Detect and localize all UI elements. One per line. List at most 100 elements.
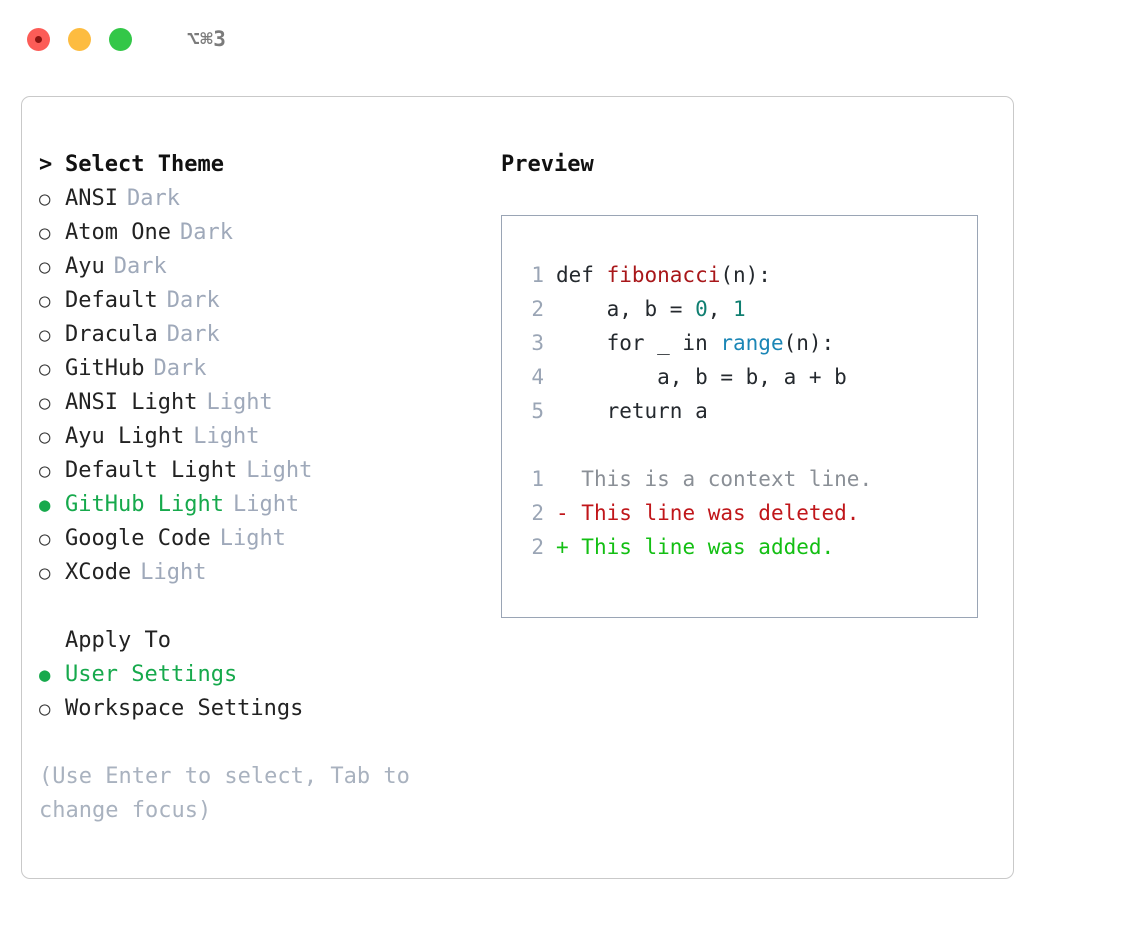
theme-option-label: Dracula bbox=[65, 322, 158, 347]
theme-option-default-light[interactable]: ○ Default Light Light bbox=[39, 454, 479, 488]
theme-option-category: Dark bbox=[166, 288, 220, 313]
apply-to-option-user-settings[interactable]: ●User Settings bbox=[39, 658, 479, 692]
code-token-number: 1 bbox=[733, 297, 746, 321]
theme-option-category: Dark bbox=[166, 322, 220, 347]
theme-option-label: Ayu Light bbox=[65, 424, 185, 449]
diff-line-context: 1 This is a context line. bbox=[502, 462, 977, 496]
code-token-plain: def bbox=[556, 263, 607, 287]
diff-marker: - bbox=[556, 501, 582, 525]
focus-caret-placeholder: > bbox=[39, 624, 65, 658]
theme-option-label: Atom One bbox=[65, 220, 171, 245]
theme-option-label: ANSI Light bbox=[65, 390, 198, 415]
theme-option-label: Google Code bbox=[65, 526, 211, 551]
zoom-button-icon[interactable] bbox=[109, 27, 132, 51]
theme-option-xcode[interactable]: ○ XCode Light bbox=[39, 556, 479, 590]
radio-unselected-icon: ○ bbox=[39, 324, 51, 346]
radio-unselected-icon: ○ bbox=[39, 290, 51, 312]
code-line: 5 return a bbox=[502, 394, 977, 428]
diff-marker: + bbox=[556, 535, 582, 559]
line-number: 3 bbox=[531, 331, 544, 355]
spacer bbox=[502, 428, 977, 462]
theme-option-category: Light bbox=[140, 560, 207, 585]
traffic-lights bbox=[27, 27, 132, 51]
diff-line-deleted: 2- This line was deleted. bbox=[502, 496, 977, 530]
diff-line-added: 2 + This line was added. bbox=[502, 530, 977, 564]
theme-option-label: GitHub Light bbox=[65, 492, 224, 517]
code-token-plain: a, b = b, a + b bbox=[556, 365, 847, 389]
theme-option-ansi[interactable]: ○ ANSI Dark bbox=[39, 182, 479, 216]
keyboard-shortcut-label: ⌥⌘3 bbox=[187, 27, 227, 51]
focus-caret-icon: > bbox=[39, 152, 53, 177]
theme-option-label: Default bbox=[65, 288, 158, 313]
radio-selected-icon: ● bbox=[39, 664, 51, 686]
diff-text: This line was added. bbox=[581, 535, 835, 559]
theme-option-category: Light bbox=[193, 424, 260, 449]
theme-option-default[interactable]: ○ Default Dark bbox=[39, 284, 479, 318]
minimize-button-icon[interactable] bbox=[68, 27, 91, 51]
theme-option-label: Ayu bbox=[65, 254, 105, 279]
apply-to-heading: > Apply To bbox=[39, 624, 479, 658]
radio-unselected-icon: ○ bbox=[39, 392, 51, 414]
diff-text: This line was deleted. bbox=[581, 501, 860, 525]
code-token-plain: a, b = bbox=[556, 297, 696, 321]
code-token-plain: (n): bbox=[720, 263, 771, 287]
theme-option-category: Dark bbox=[126, 186, 180, 211]
theme-option-category: Dark bbox=[153, 356, 207, 381]
radio-unselected-icon: ○ bbox=[39, 698, 51, 720]
radio-unselected-icon: ○ bbox=[39, 562, 51, 584]
keyboard-hint-text: (Use Enter to select, Tab to change focu… bbox=[39, 764, 410, 823]
theme-option-category: Dark bbox=[179, 220, 233, 245]
select-theme-title: Select Theme bbox=[65, 152, 224, 177]
radio-unselected-icon: ○ bbox=[39, 256, 51, 278]
code-token-plain: (n): bbox=[783, 331, 835, 355]
theme-option-category: Dark bbox=[113, 254, 167, 279]
radio-unselected-icon: ○ bbox=[39, 528, 51, 550]
code-token-function: fibonacci bbox=[606, 263, 721, 287]
theme-option-label: GitHub bbox=[65, 356, 145, 381]
theme-option-ayu-light[interactable]: ○ Ayu Light Light bbox=[39, 420, 479, 454]
theme-option-label: XCode bbox=[65, 560, 132, 585]
line-number: 2 bbox=[531, 535, 544, 559]
diff-text: This is a context line. bbox=[581, 467, 873, 491]
title-bar: ⌥⌘3 bbox=[0, 0, 1140, 78]
theme-option-label: Default Light bbox=[65, 458, 238, 483]
theme-option-ayu[interactable]: ○ Ayu Dark bbox=[39, 250, 479, 284]
apply-to-list: ●User Settings ○ Workspace Settings bbox=[39, 658, 479, 726]
apply-to-option-workspace-settings[interactable]: ○ Workspace Settings bbox=[39, 692, 479, 726]
code-token-plain: for _ in bbox=[556, 331, 721, 355]
line-number: 2 bbox=[531, 297, 544, 321]
line-number: 2 bbox=[531, 501, 544, 525]
line-number: 1 bbox=[531, 467, 544, 491]
theme-option-category: Light bbox=[246, 458, 313, 483]
code-line: 2 a, b = 0, 1 bbox=[502, 292, 977, 326]
close-button-icon[interactable] bbox=[27, 27, 50, 51]
spacer bbox=[39, 726, 479, 760]
spacer bbox=[39, 590, 479, 624]
select-theme-heading: > Select Theme bbox=[39, 148, 479, 182]
line-number: 5 bbox=[531, 399, 544, 423]
theme-option-category: Light bbox=[232, 492, 300, 517]
radio-unselected-icon: ○ bbox=[39, 426, 51, 448]
theme-option-dracula[interactable]: ○ Dracula Dark bbox=[39, 318, 479, 352]
code-line: 4 a, b = b, a + b bbox=[502, 360, 977, 394]
theme-option-category: Light bbox=[219, 526, 286, 551]
theme-option-label: ANSI bbox=[65, 186, 118, 211]
diff-sample: 1 This is a context line.2- This line wa… bbox=[502, 462, 977, 564]
radio-unselected-icon: ○ bbox=[39, 188, 51, 210]
preview-title: Preview bbox=[501, 152, 594, 177]
theme-option-google-code[interactable]: ○ Google Code Light bbox=[39, 522, 479, 556]
radio-unselected-icon: ○ bbox=[39, 460, 51, 482]
apply-to-option-label: Workspace Settings bbox=[65, 696, 304, 721]
apply-to-title: Apply To bbox=[65, 628, 171, 653]
